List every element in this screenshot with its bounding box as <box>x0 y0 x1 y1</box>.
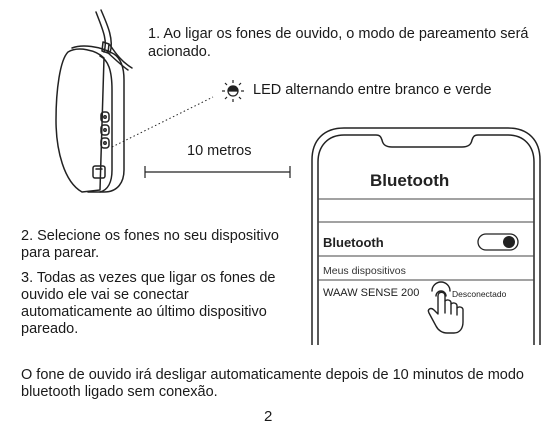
phone-screen-title: Bluetooth <box>370 171 450 190</box>
distance-label: 10 metros <box>187 143 252 159</box>
phone-separators <box>318 198 534 281</box>
page-number: 2 <box>264 408 273 425</box>
led-icon <box>222 80 244 102</box>
auto-off-note: O fone de ouvido irá desligar automatica… <box>21 367 524 400</box>
distance-bracket <box>144 166 291 178</box>
step-3-text: 3. Todas as vezes que ligar os fones de … <box>21 270 276 337</box>
phone-frame <box>311 127 541 345</box>
step-1-text: 1. Ao ligar os fones de ouvido, o modo d… <box>148 26 529 60</box>
led-description: LED alternando entre branco e verde <box>253 82 492 98</box>
device-list-item-name[interactable]: WAAW SENSE 200 <box>323 287 420 299</box>
led-pointer-line <box>111 96 214 148</box>
bluetooth-setting-label: Bluetooth <box>323 235 384 250</box>
hand-tap-icon <box>427 281 464 334</box>
my-devices-header: Meus dispositivos <box>323 265 406 277</box>
headphone-illustration <box>55 9 133 193</box>
step-2-text: 2. Selecione os fones no seu dispositivo… <box>21 228 279 261</box>
device-status: Desconectado <box>452 289 507 299</box>
toggle-switch-icon[interactable] <box>477 233 519 251</box>
